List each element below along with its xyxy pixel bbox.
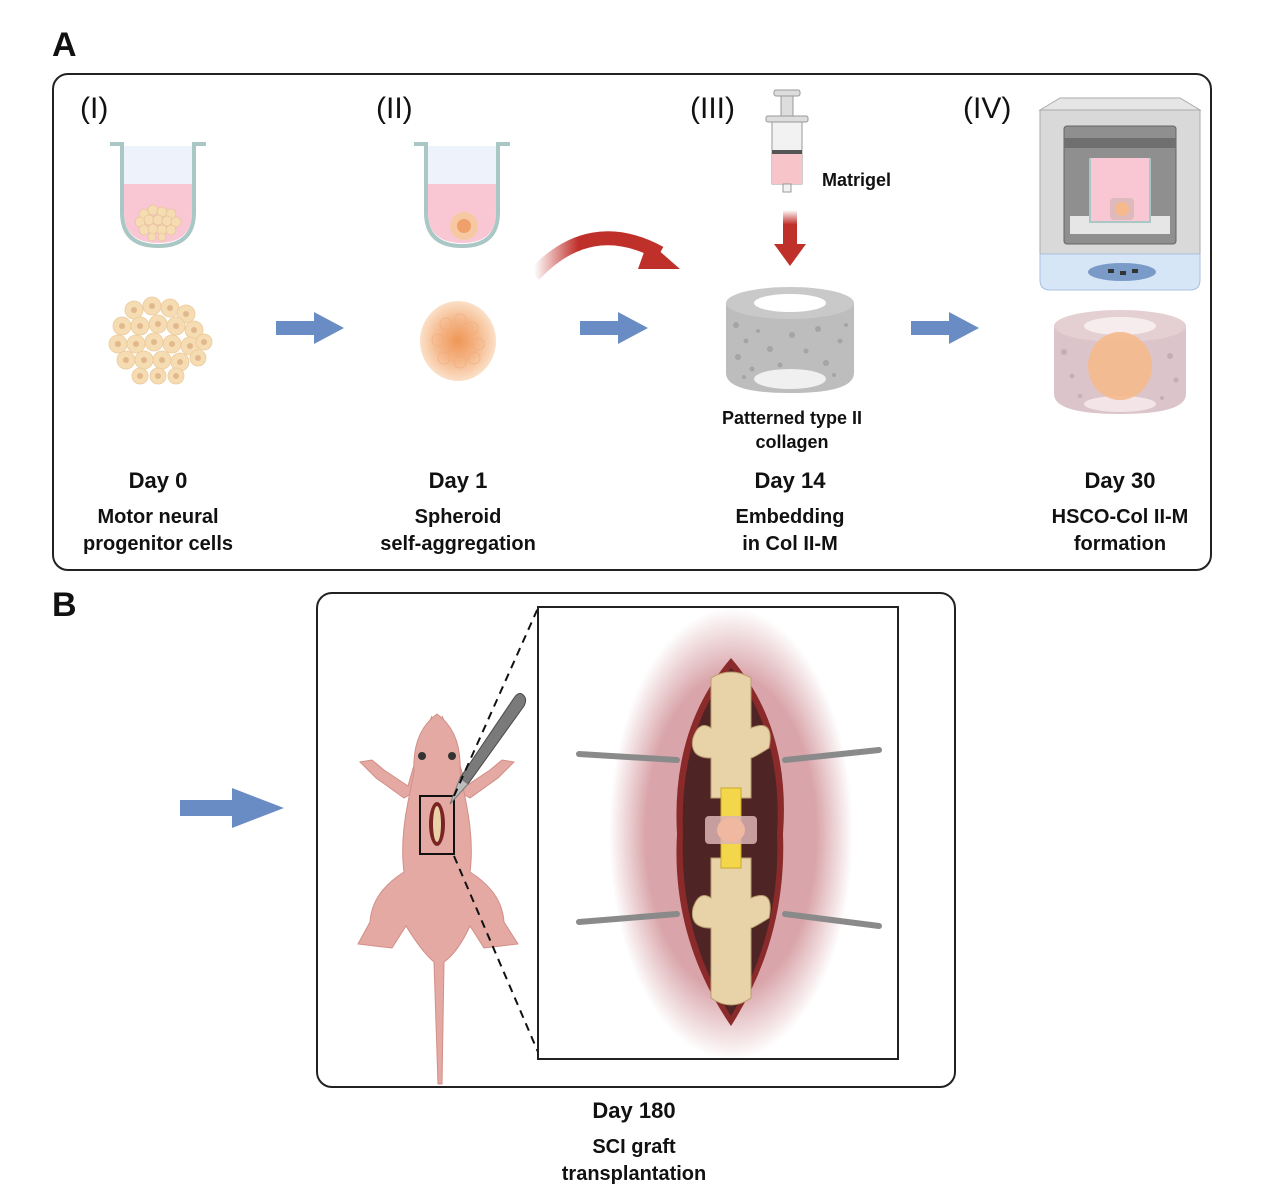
stage-3-desc-line1: Embedding xyxy=(735,506,845,528)
stage-4-day: Day 30 xyxy=(1084,468,1156,493)
panel-label-a: A xyxy=(52,26,77,64)
stage-4-numeral: (IV) xyxy=(963,92,1012,125)
stage-1-desc-line1: Motor neural xyxy=(97,506,219,528)
scalpel-icon xyxy=(449,693,527,805)
flow-arrow-1 xyxy=(276,312,344,344)
flow-arrow-3 xyxy=(911,312,979,344)
panel-b-day: Day 180 xyxy=(592,1098,676,1123)
syringe-icon xyxy=(765,89,809,193)
stage-3-desc-line2: in Col II-M xyxy=(742,533,838,555)
stage-2-day: Day 1 xyxy=(428,468,488,493)
stage-3-day: Day 14 xyxy=(754,468,826,493)
stage-2-desc-line2: self-aggregation xyxy=(380,533,536,555)
organoid-scaffold-icon xyxy=(1054,310,1186,414)
spinal-surgery-illustration xyxy=(576,608,882,1058)
panel-label-b: B xyxy=(52,586,77,624)
progenitor-cells-icon xyxy=(108,296,213,385)
stage-4-desc-line2: formation xyxy=(1073,533,1167,555)
stage-2-numeral: (II) xyxy=(376,92,413,125)
panel-b-desc-line2: transplantation xyxy=(561,1163,707,1185)
culture-well-icon-2 xyxy=(414,142,510,249)
incubator-shaker-icon xyxy=(1038,97,1202,291)
stage-1-desc-line2: progenitor cells xyxy=(82,533,234,555)
stage-1-numeral: (I) xyxy=(80,92,109,125)
stage-2-desc-line1: Spheroid xyxy=(414,506,502,528)
matrigel-down-arrow xyxy=(774,210,806,266)
stage-1-day: Day 0 xyxy=(128,468,188,493)
stage-4-desc-line1: HSCO-Col II-M xyxy=(1051,506,1189,528)
flow-arrow-2 xyxy=(580,312,648,344)
scaffold-label-line2: collagen xyxy=(755,432,829,452)
flow-arrow-b xyxy=(180,788,284,828)
panel-b-desc-line1: SCI graft xyxy=(592,1136,676,1158)
matrigel-label: Matrigel xyxy=(822,170,892,190)
culture-well-icon-1 xyxy=(110,142,206,249)
spheroid-icon xyxy=(420,301,496,381)
scaffold-label-line1: Patterned type II xyxy=(721,408,863,428)
zoom-indicator-lines xyxy=(453,607,539,1053)
surgical-inset-frame xyxy=(537,606,899,1060)
transfer-curved-arrow xyxy=(528,231,680,280)
stage-3-numeral: (III) xyxy=(690,92,735,125)
collagen-scaffold-icon xyxy=(726,287,854,393)
